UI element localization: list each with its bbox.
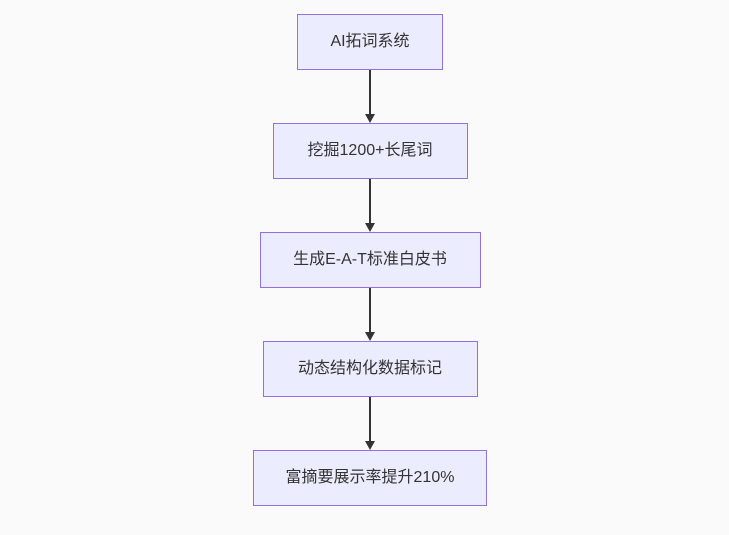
arrowhead-down-icon — [365, 441, 375, 450]
flow-node-b-label: 挖掘1200+长尾词 — [307, 142, 433, 159]
flow-node-c: 生成E-A-T标准白皮书 — [259, 232, 481, 288]
flow-node-b: 挖掘1200+长尾词 — [272, 123, 468, 179]
edge-line — [369, 70, 371, 114]
flow-node-c-label: 生成E-A-T标准白皮书 — [293, 251, 447, 268]
edge-line — [369, 397, 371, 441]
arrowhead-down-icon — [365, 114, 375, 123]
flow-node-e-label: 富摘要展示率提升210% — [285, 469, 455, 486]
flow-edge-c-d — [365, 288, 375, 341]
flow-edge-b-c — [365, 179, 375, 232]
flow-node-d: 动态结构化数据标记 — [262, 341, 478, 397]
arrowhead-down-icon — [365, 223, 375, 232]
flow-node-a: AI拓词系统 — [297, 14, 443, 70]
arrowhead-down-icon — [365, 332, 375, 341]
flow-edge-a-b — [365, 70, 375, 123]
flow-edge-d-e — [365, 397, 375, 450]
edge-line — [369, 179, 371, 223]
flow-node-a-label: AI拓词系统 — [330, 33, 410, 50]
flow-node-d-label: 动态结构化数据标记 — [297, 360, 442, 377]
flow-node-e: 富摘要展示率提升210% — [253, 450, 487, 506]
edge-line — [369, 288, 371, 332]
flowchart: AI拓词系统 挖掘1200+长尾词 生成E-A-T标准白皮书 动态结构化数据标记… — [253, 14, 487, 506]
